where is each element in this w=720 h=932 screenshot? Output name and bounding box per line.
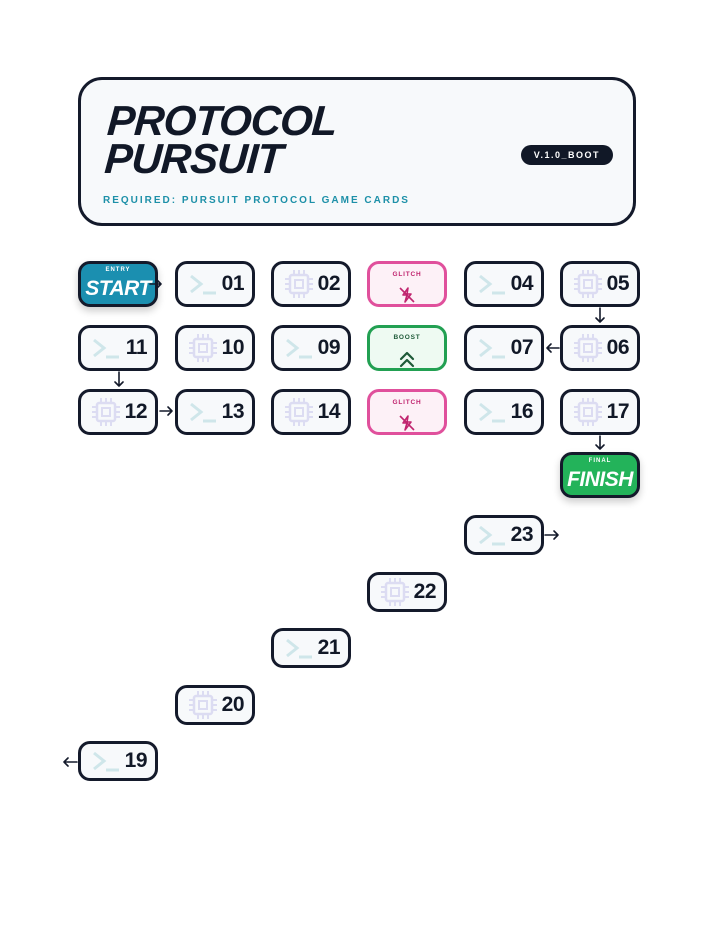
chip-icon <box>189 691 217 719</box>
tile-number: 01 <box>221 272 245 295</box>
header-panel: PROTOCOL PURSUIT REQUIRED: PURSUIT PROTO… <box>78 77 636 226</box>
tile-number: 20 <box>221 693 245 716</box>
tile-19[interactable]: 19 <box>78 741 158 781</box>
terminal-prompt-icon <box>479 525 505 546</box>
chip-icon <box>92 398 120 426</box>
terminal-prompt-icon <box>479 402 505 423</box>
tile-number: 04 <box>510 272 534 295</box>
terminal-prompt-icon <box>479 338 505 359</box>
tile-06[interactable]: 06 <box>560 325 640 371</box>
tile-11[interactable]: 11 <box>78 325 158 371</box>
chip-icon <box>285 398 313 426</box>
start-label: START <box>85 277 151 300</box>
tile-number: 06 <box>606 336 630 359</box>
double-chevron-up-icon <box>399 351 415 368</box>
terminal-prompt-icon <box>190 274 216 295</box>
tile-number: 10 <box>221 336 245 359</box>
chip-icon <box>189 334 217 362</box>
tile-04[interactable]: 04 <box>464 261 544 307</box>
tile-number: 09 <box>317 336 341 359</box>
tile-01[interactable]: 01 <box>175 261 255 307</box>
tile-21[interactable]: 21 <box>271 628 351 668</box>
tile-20[interactable]: 20 <box>175 685 255 725</box>
tile-number: 05 <box>606 272 630 295</box>
boost-tag: BOOST <box>393 334 421 341</box>
tile-number: 21 <box>317 636 341 659</box>
tile-05[interactable]: 05 <box>560 261 640 307</box>
finish-label: FINISH <box>567 468 633 491</box>
subtitle: REQUIRED: PURSUIT PROTOCOL GAME CARDS <box>103 195 410 206</box>
glitch-tag: GLITCH <box>392 271 422 278</box>
tile-16[interactable]: 16 <box>464 389 544 435</box>
tile-14[interactable]: 14 <box>271 389 351 435</box>
tile-number: 02 <box>317 272 341 295</box>
tile-number: 14 <box>317 400 341 423</box>
version-badge: V.1.0_BOOT <box>520 145 613 165</box>
tile-boost-08[interactable]: BOOST <box>367 325 447 371</box>
tile-07[interactable]: 07 <box>464 325 544 371</box>
tile-number: 11 <box>125 336 148 359</box>
tile-number: 16 <box>510 400 534 423</box>
finish-tag: FINAL <box>588 458 612 464</box>
tile-23[interactable]: 23 <box>464 515 544 555</box>
tile-22[interactable]: 22 <box>367 572 447 612</box>
tile-number: 23 <box>510 523 534 546</box>
terminal-prompt-icon <box>479 274 505 295</box>
chip-icon <box>574 334 602 362</box>
tile-12[interactable]: 12 <box>78 389 158 435</box>
tile-09[interactable]: 09 <box>271 325 351 371</box>
tile-17[interactable]: 17 <box>560 389 640 435</box>
glitch-bolt-icon <box>399 287 415 303</box>
tile-glitch-03[interactable]: GLITCH <box>367 261 447 307</box>
glitch-tag: GLITCH <box>392 399 422 406</box>
terminal-prompt-icon <box>190 402 216 423</box>
chip-icon <box>574 398 602 426</box>
tile-13[interactable]: 13 <box>175 389 255 435</box>
start-tag: ENTRY <box>105 267 131 273</box>
terminal-prompt-icon <box>93 751 119 772</box>
tile-glitch-15[interactable]: GLITCH <box>367 389 447 435</box>
tile-10[interactable]: 10 <box>175 325 255 371</box>
chip-icon <box>381 578 409 606</box>
chip-icon <box>574 270 602 298</box>
terminal-prompt-icon <box>93 338 119 359</box>
glitch-bolt-icon <box>399 415 415 431</box>
tile-number: 17 <box>606 400 630 423</box>
tile-number: 12 <box>124 400 148 423</box>
tile-number: 19 <box>124 749 148 772</box>
terminal-prompt-icon <box>286 338 312 359</box>
terminal-prompt-icon <box>286 638 312 659</box>
tile-number: 13 <box>221 400 245 423</box>
tile-number: 22 <box>413 580 437 603</box>
tile-finish[interactable]: FINAL FINISH <box>560 452 640 498</box>
tile-02[interactable]: 02 <box>271 261 351 307</box>
chip-icon <box>285 270 313 298</box>
tile-number: 07 <box>510 336 534 359</box>
